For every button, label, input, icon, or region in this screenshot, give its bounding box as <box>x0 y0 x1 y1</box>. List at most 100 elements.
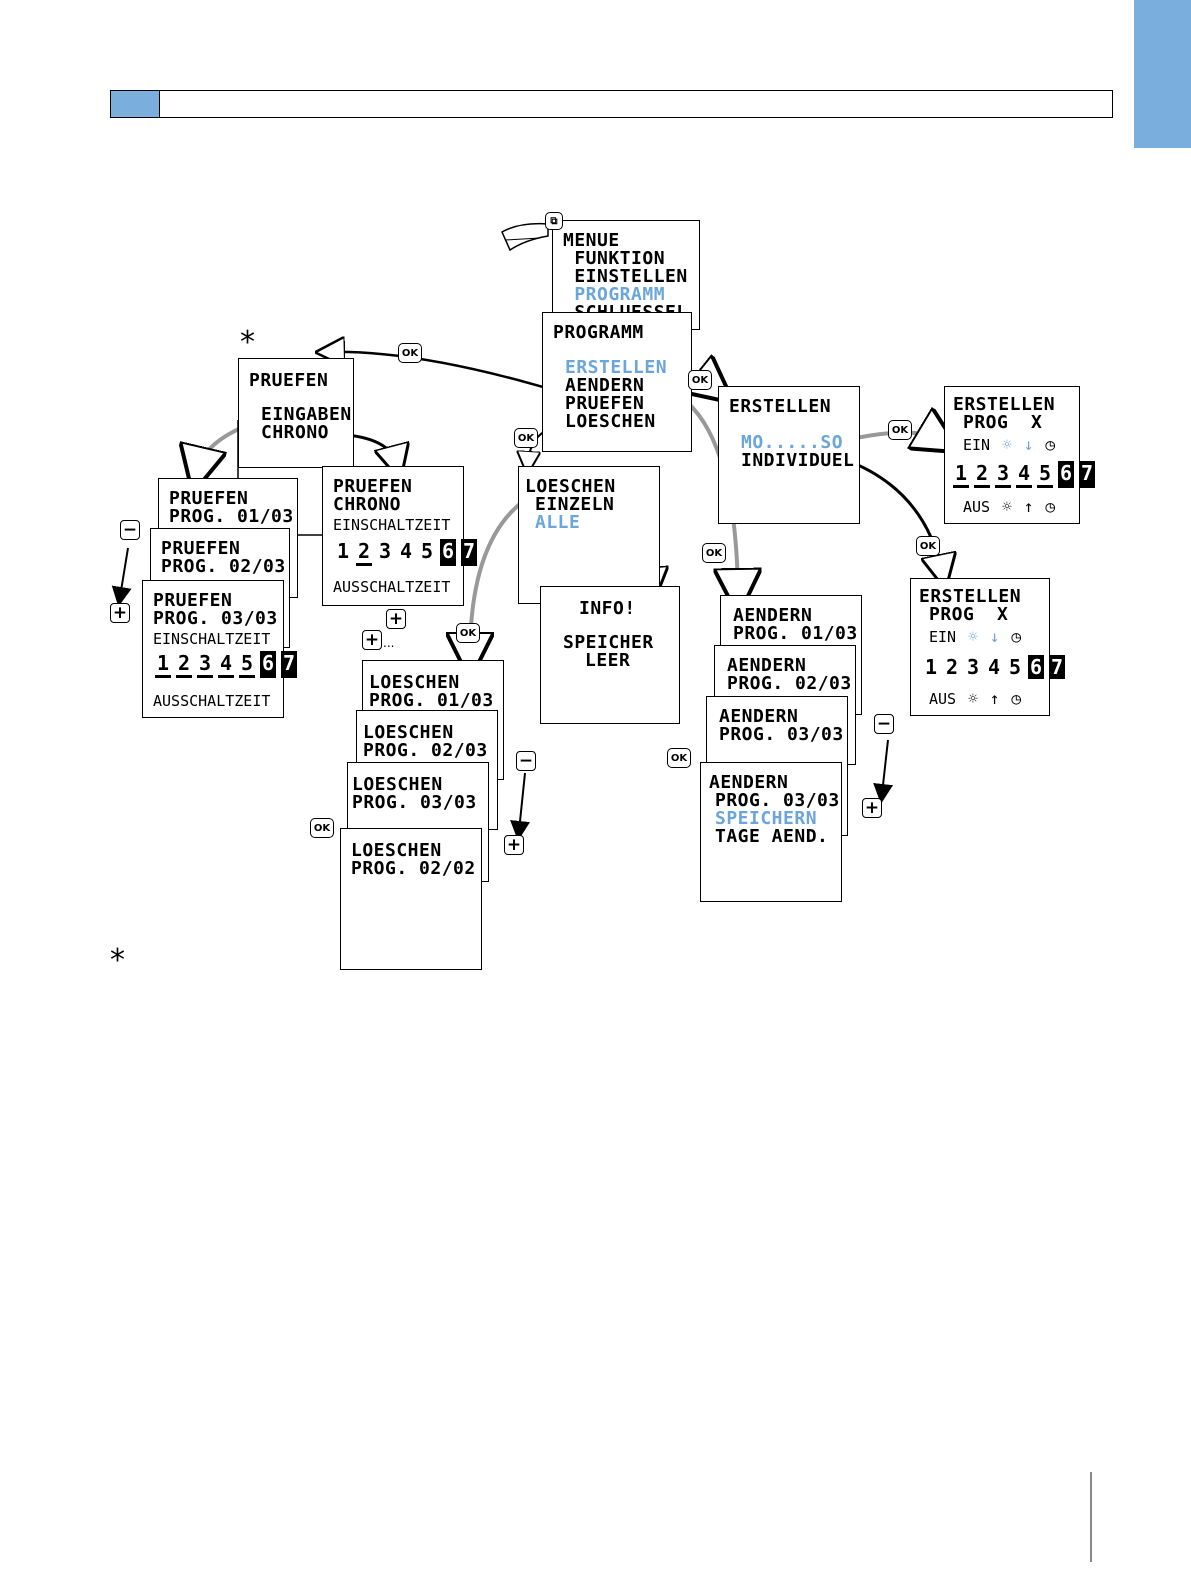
ok-button[interactable]: OK <box>888 420 912 440</box>
weekday-row: 1 2 3 4 5 6 7 <box>335 539 477 566</box>
day-2: 2 <box>356 539 372 566</box>
programm-item-pruefen: PRUEFEN <box>565 393 645 414</box>
pruefen-item-chrono: CHRONO <box>261 422 330 443</box>
pruefen-prog-title: PRUEFEN <box>153 590 233 611</box>
sun-icon: ☼ <box>968 627 978 646</box>
ok-button[interactable]: OK <box>688 370 712 390</box>
aendern-edit-title: AENDERN <box>709 772 789 793</box>
day-7: 7 <box>1079 461 1095 488</box>
aendern-prog-number: PROG. 03/03 <box>719 724 844 745</box>
menu-item-einstellen: EINSTELLEN <box>563 266 688 287</box>
pruefen-prog-number: PROG. 03/03 <box>153 608 278 629</box>
pruefen-prog-title: PRUEFEN <box>169 488 249 509</box>
pruefen-chrono-screen: PRUEFEN CHRONO EINSCHALTZEIT 1 2 3 4 5 6… <box>322 466 477 606</box>
erstellen-title: ERSTELLEN <box>729 396 832 417</box>
loeschen-prog-number: PROG. 02/03 <box>363 740 488 761</box>
plus-button[interactable]: + <box>862 798 882 818</box>
footer-divider <box>1090 1472 1092 1562</box>
day-4: 4 <box>1016 461 1032 488</box>
loeschen-item-einzeln: EINZELN <box>535 494 615 515</box>
ausschaltzeit-label: AUSSCHALTZEIT <box>333 578 451 596</box>
minus-button[interactable]: − <box>120 520 140 540</box>
minus-button[interactable]: − <box>874 714 894 734</box>
plus-button[interactable]: + <box>110 603 130 623</box>
loeschen-prog-number: PROG. 01/03 <box>369 690 494 711</box>
day-5: 5 <box>1008 655 1022 679</box>
menu-button[interactable]: ⧉ <box>545 212 563 230</box>
day-3: 3 <box>378 539 392 563</box>
repeat-dots: ... <box>383 636 395 650</box>
ok-button[interactable]: OK <box>398 343 422 363</box>
erstellen-x-title: ERSTELLEN <box>953 394 1056 415</box>
aendern-prog-title: AENDERN <box>733 605 813 626</box>
menu-screen: MENUE FUNKTION EINSTELLEN PROGRAMM SCHLU… <box>552 220 700 330</box>
sun-icon: ☼ <box>1002 497 1012 516</box>
loeschen-prog-title: LOESCHEN <box>351 840 442 861</box>
weekday-row: 1 2 3 4 5 6 7 <box>923 655 1065 679</box>
day-3: 3 <box>197 651 213 678</box>
erstellen-prog-x-bottom-screen: ERSTELLEN PROG X EIN ☼ ↓ ◷ 1 2 3 4 5 6 7… <box>910 578 1065 716</box>
ok-button[interactable]: OK <box>456 623 480 643</box>
chapter-tab <box>1134 0 1191 148</box>
ok-button[interactable]: OK <box>916 536 940 556</box>
info-screen: INFO! SPEICHER LEER <box>540 586 680 724</box>
day-3: 3 <box>995 461 1011 488</box>
pruefen-chrono-subtitle: CHRONO <box>333 494 402 515</box>
menu-item-programm: PROGRAMM <box>563 284 666 305</box>
plus-button[interactable]: + <box>386 609 406 629</box>
pruefen-screen: PRUEFEN EINGABEN CHRONO <box>238 358 354 468</box>
ok-button[interactable]: OK <box>702 543 726 563</box>
ok-button[interactable]: OK <box>514 428 538 448</box>
loeschen-screen: LOESCHEN EINZELN ALLE <box>518 466 660 604</box>
day-1: 1 <box>155 651 171 678</box>
plus-button[interactable]: + <box>362 630 382 650</box>
day-5: 5 <box>1037 461 1053 488</box>
loeschen-prog-number: PROG. 02/02 <box>351 858 476 879</box>
programm-item-aendern: AENDERN <box>565 375 645 396</box>
day-2: 2 <box>974 461 990 488</box>
pruefen-prog-number: PROG. 02/03 <box>161 556 286 577</box>
day-6: 6 <box>1058 461 1074 488</box>
clock-icon: ◷ <box>1011 627 1022 646</box>
pruefen-title: PRUEFEN <box>249 370 329 391</box>
day-1: 1 <box>953 461 969 488</box>
day-5: 5 <box>420 539 434 563</box>
ausschaltzeit-label: AUSSCHALTZEIT <box>153 692 271 710</box>
day-4: 4 <box>987 655 1001 679</box>
day-1: 1 <box>336 539 350 563</box>
sun-icon: ☼ <box>1002 435 1012 454</box>
aus-label: AUS <box>929 689 957 708</box>
arrow-down-icon: ↓ <box>1023 435 1034 454</box>
day-3: 3 <box>966 655 980 679</box>
clock-icon: ◷ <box>1045 435 1056 454</box>
aendern-prog-title: AENDERN <box>727 655 807 676</box>
programm-title: PROGRAMM <box>553 322 644 343</box>
loeschen-title: LOESCHEN <box>525 476 616 497</box>
aendern-edit-number: PROG. 03/03 <box>715 790 840 811</box>
erstellen-screen: ERSTELLEN MO.....SO INDIVIDUEL <box>718 386 860 524</box>
aendern-prog-edit-screen: AENDERN PROG. 03/03 SPEICHERN TAGE AEND. <box>700 762 842 902</box>
pruefen-item-eingaben: EINGABEN <box>261 404 352 425</box>
aendern-item-tage-aend: TAGE AEND. <box>715 826 829 847</box>
ok-button[interactable]: OK <box>667 748 691 768</box>
day-6: 6 <box>440 539 456 566</box>
erstellen-x-prog: PROG X <box>963 412 1043 433</box>
erstellen-item-mo-so: MO.....SO <box>741 432 844 453</box>
day-2: 2 <box>945 655 959 679</box>
ein-row: EIN ☼ ↓ ◷ <box>929 627 1021 646</box>
aendern-prog-title: AENDERN <box>719 706 799 727</box>
menu-title: MENUE <box>563 230 620 251</box>
ok-button[interactable]: OK <box>310 818 334 838</box>
menu-icon: ⧉ <box>550 215 558 227</box>
loeschen-prog-title: LOESCHEN <box>352 774 443 795</box>
footnote-star: * <box>240 325 255 360</box>
plus-button[interactable]: + <box>504 835 524 855</box>
loeschen-prog-title: LOESCHEN <box>363 722 454 743</box>
header-bar <box>110 90 1113 118</box>
aus-row: AUS ☼ ↑ ◷ <box>929 689 1021 708</box>
arrow-down-icon: ↓ <box>989 627 1000 646</box>
minus-button[interactable]: − <box>516 751 536 771</box>
erstellen-item-individuel: INDIVIDUEL <box>741 450 855 471</box>
day-4: 4 <box>399 539 413 563</box>
day-1: 1 <box>924 655 938 679</box>
